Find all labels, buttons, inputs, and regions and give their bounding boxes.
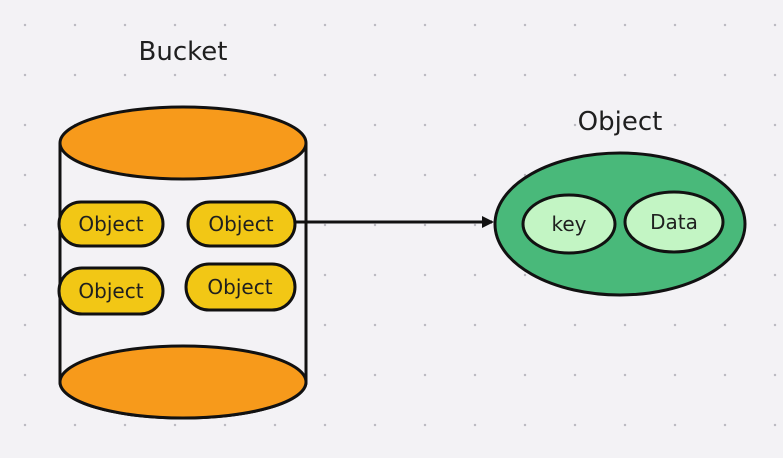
object-part-key: key <box>521 193 617 255</box>
bucket-top-ellipse <box>58 105 308 181</box>
object-part-label: Data <box>650 210 698 234</box>
bucket-title: Bucket <box>139 37 228 67</box>
bucket-object-label: Object <box>78 212 143 236</box>
bucket-object-4: Object <box>184 262 297 312</box>
bucket-object-1: Object <box>57 200 165 248</box>
bucket-object-3: Object <box>57 266 165 316</box>
object-part-data: Data <box>623 190 725 254</box>
bucket-object-2: Object <box>186 200 297 248</box>
object-part-label: key <box>551 212 586 236</box>
bucket-object-label: Object <box>78 279 143 303</box>
object-detail-title: Object <box>578 107 663 137</box>
bucket-object-label: Object <box>208 212 273 236</box>
bucket-bottom-ellipse <box>58 344 308 420</box>
object-detail-ellipse <box>493 151 747 297</box>
bucket-object-label: Object <box>207 275 272 299</box>
